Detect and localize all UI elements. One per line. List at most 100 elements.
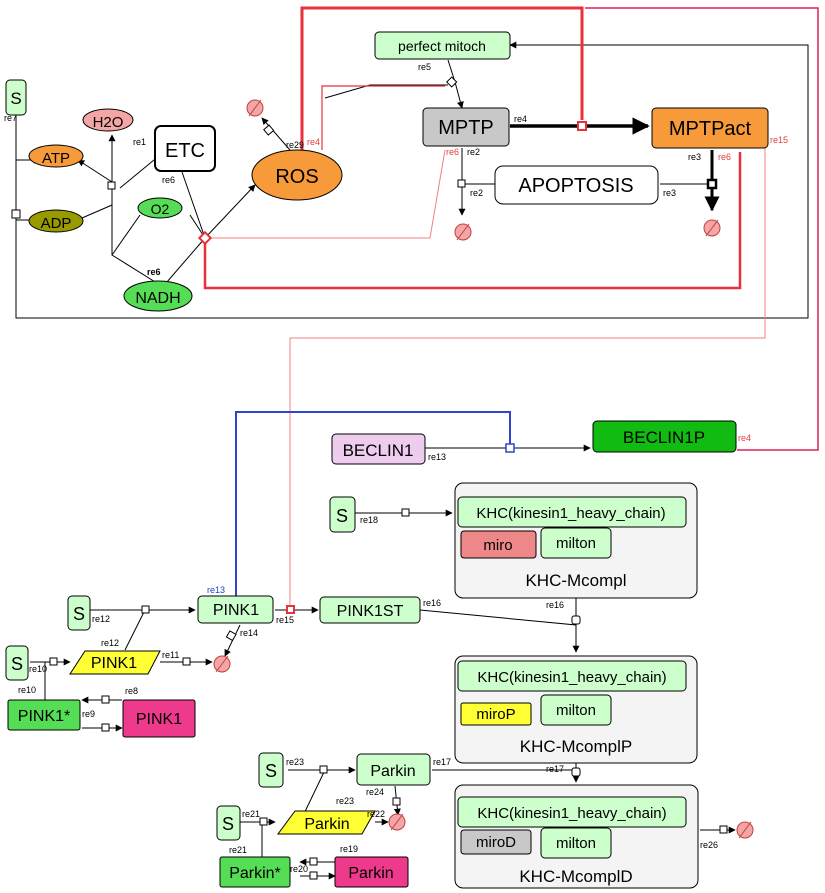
species-beclin1p[interactable]: BECLIN1P	[592, 420, 737, 453]
svg-text:miroD: miroD	[476, 834, 516, 851]
label-re29: re29	[286, 140, 304, 150]
label-re13b: re13	[207, 585, 225, 595]
label-re26: re26	[700, 840, 718, 850]
red-reaction-nodes	[197, 121, 587, 614]
svg-text:KHC-McomplP: KHC-McomplP	[520, 737, 632, 756]
svg-text:PINK1*: PINK1*	[18, 708, 70, 725]
degradation-khc-icon	[736, 821, 754, 839]
label-re3b: re3	[663, 188, 676, 198]
svg-text:APOPTOSIS: APOPTOSIS	[518, 175, 633, 197]
svg-text:ADP: ADP	[41, 215, 72, 232]
species-parkin-star[interactable]: Parkin*	[219, 856, 291, 888]
svg-text:H2O: H2O	[93, 114, 124, 131]
species-pink1st[interactable]: PINK1ST	[319, 596, 421, 624]
species-nadh[interactable]: NADH	[123, 280, 193, 312]
label-re6c: re6	[718, 152, 731, 162]
species-atp[interactable]: ATP	[28, 144, 84, 168]
label-re9: re9	[82, 709, 95, 719]
species-adp[interactable]: ADP	[28, 209, 84, 233]
label-re18: re18	[360, 515, 378, 525]
degradation-symbols	[213, 99, 754, 839]
species-perfect-mitoch[interactable]: perfect mitoch	[374, 31, 511, 60]
label-re7: re7	[4, 113, 17, 123]
svg-text:ETC: ETC	[165, 140, 205, 162]
species-parkin-para[interactable]: Parkin	[277, 810, 376, 835]
svg-text:milton: milton	[556, 535, 596, 552]
svg-text:KHC(kinesin1_heavy_chain): KHC(kinesin1_heavy_chain)	[477, 669, 666, 686]
svg-text:S: S	[10, 89, 21, 108]
species-apoptosis[interactable]: APOPTOSIS	[494, 165, 659, 205]
svg-text:miroP: miroP	[476, 706, 515, 723]
edges-bottom	[30, 444, 736, 880]
degradation-mptp-icon	[454, 223, 472, 241]
species-h2o[interactable]: H2O	[82, 108, 134, 132]
species-s-parkin2[interactable]: S	[216, 805, 241, 841]
label-re2b: re2	[470, 188, 483, 198]
edges-red	[203, 6, 819, 609]
edge-blue	[235, 411, 511, 597]
label-re10a: re10	[29, 664, 47, 674]
label-re12b: re12	[101, 638, 119, 648]
svg-text:KHC(kinesin1_heavy_chain): KHC(kinesin1_heavy_chain)	[476, 505, 665, 522]
svg-text:PINK1ST: PINK1ST	[337, 603, 404, 620]
label-re23a: re23	[286, 757, 304, 767]
label-re22: re22	[367, 809, 385, 819]
degradation-ros-icon	[246, 99, 264, 117]
species-pink1-para[interactable]: PINK1	[69, 650, 161, 675]
species-pink1-main[interactable]: PINK1	[197, 595, 274, 624]
label-re3a: re3	[688, 152, 701, 162]
label-re10b: re10	[18, 685, 36, 695]
species-parkin-main[interactable]: Parkin	[356, 753, 431, 786]
species-mptpact[interactable]: MPTPact	[651, 107, 769, 149]
complex-khc-mcomplp[interactable]: KHC(kinesin1_heavy_chain) miroP milton K…	[454, 655, 698, 764]
svg-text:milton: milton	[556, 835, 596, 852]
svg-text:milton: milton	[556, 702, 596, 719]
species-s-pink[interactable]: S	[67, 595, 91, 631]
species-beclin1[interactable]: BECLIN1	[331, 433, 426, 465]
label-re4a: re4	[514, 114, 527, 124]
svg-text:MPTP: MPTP	[438, 117, 494, 139]
species-s-top[interactable]: S	[5, 79, 27, 116]
label-re6b: re6	[147, 267, 161, 277]
svg-text:KHC-Mcompl: KHC-Mcompl	[525, 571, 626, 590]
svg-text:S: S	[222, 814, 234, 834]
complex-khc-mcompld[interactable]: KHC(kinesin1_heavy_chain) miroD milton K…	[454, 784, 699, 889]
label-re16b: re16	[546, 600, 564, 610]
label-re15a: re15	[770, 135, 788, 145]
species-parkin-magenta[interactable]: Parkin	[334, 856, 409, 888]
svg-text:S: S	[11, 654, 23, 674]
degradation-parkin-icon	[388, 813, 406, 831]
svg-text:BECLIN1P: BECLIN1P	[623, 428, 705, 447]
label-re5: re5	[418, 62, 431, 72]
label-re11: re11	[162, 650, 179, 660]
label-re1: re1	[133, 137, 146, 147]
blue-reaction-node	[505, 443, 515, 453]
svg-text:ROS: ROS	[275, 166, 318, 188]
label-re20: re20	[290, 864, 308, 874]
svg-text:miro: miro	[483, 537, 512, 554]
svg-text:KHC-McomplD: KHC-McomplD	[519, 867, 632, 886]
svg-text:O2: O2	[151, 201, 170, 217]
species-mptp[interactable]: MPTP	[422, 107, 510, 147]
complex-khc-mcompl[interactable]: KHC(kinesin1_heavy_chain) miro milton KH…	[454, 482, 698, 599]
label-re14: re14	[240, 628, 258, 638]
svg-text:ATP: ATP	[42, 150, 70, 167]
label-re4b: re4	[307, 137, 320, 147]
degradation-pink1-icon	[213, 655, 231, 673]
svg-text:S: S	[336, 506, 348, 526]
svg-text:Parkin: Parkin	[304, 816, 349, 833]
label-re4c: re4	[738, 433, 751, 443]
reaction-nodes	[11, 76, 728, 880]
species-s-khc[interactable]: S	[329, 496, 356, 533]
species-ros[interactable]: ROS	[251, 149, 343, 201]
svg-text:Parkin: Parkin	[348, 865, 393, 882]
label-re13a: re13	[428, 452, 446, 462]
species-pink1-magenta[interactable]: PINK1	[122, 699, 196, 738]
species-s-parkin[interactable]: S	[258, 752, 284, 788]
svg-text:Parkin*: Parkin*	[229, 865, 281, 882]
species-o2[interactable]: O2	[137, 197, 183, 219]
species-pink1-star[interactable]: PINK1*	[7, 699, 81, 731]
species-etc[interactable]: ETC	[154, 125, 216, 172]
species-s-pink2[interactable]: S	[5, 645, 29, 681]
